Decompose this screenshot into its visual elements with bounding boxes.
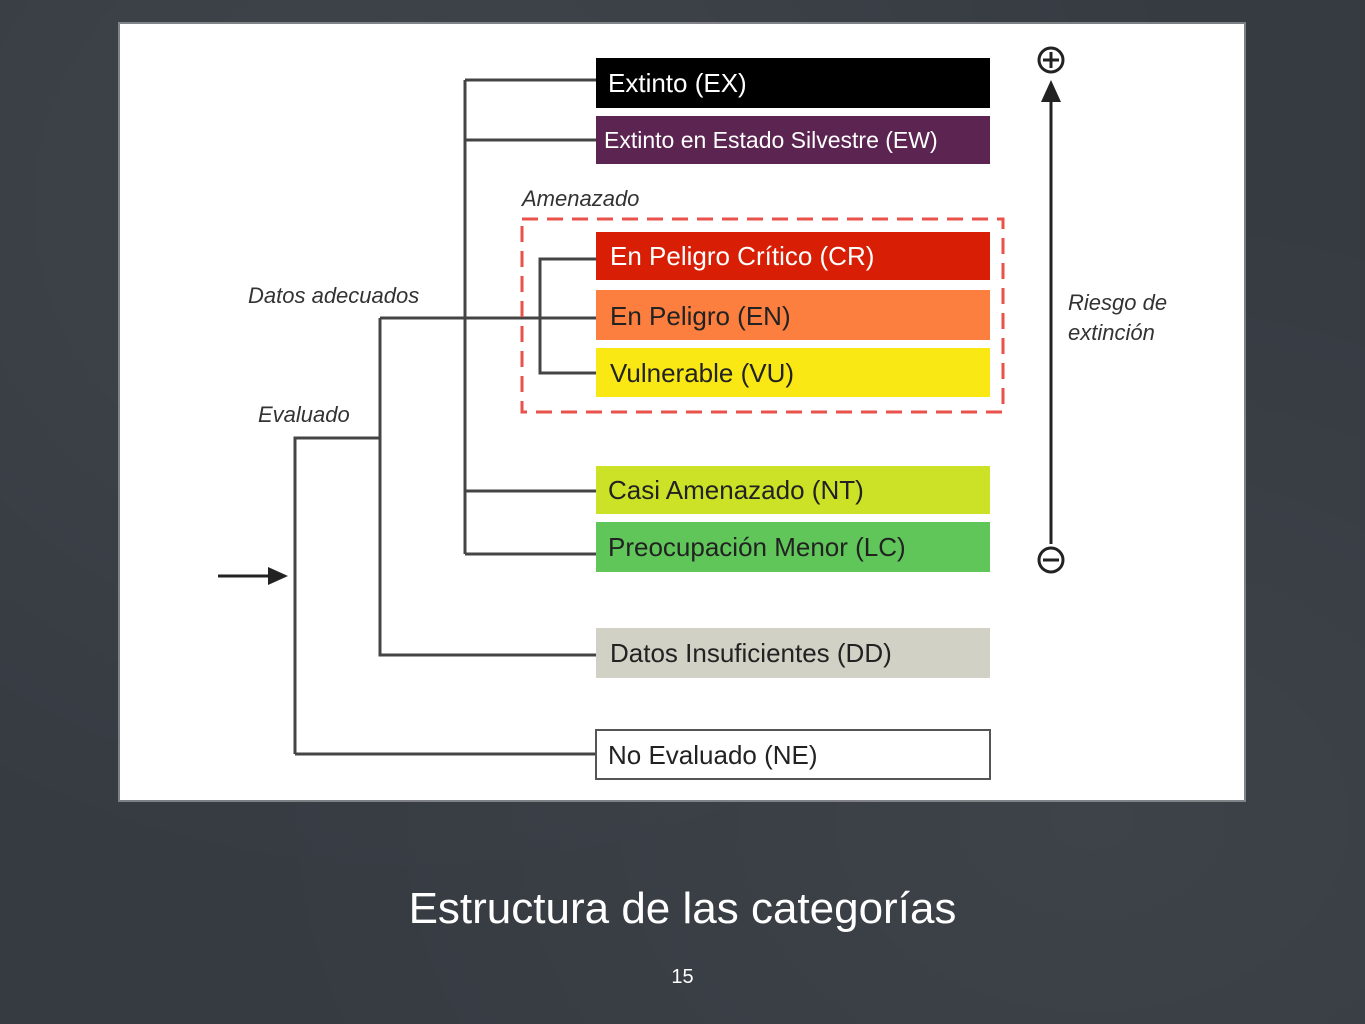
category-en-label: En Peligro (EN): [610, 301, 791, 331]
category-dd-label: Datos Insuficientes (DD): [610, 638, 892, 668]
category-lc: Preocupación Menor (LC): [596, 522, 990, 572]
category-en-box: [596, 290, 990, 340]
category-ew-box: [596, 116, 990, 164]
category-en: En Peligro (EN): [596, 290, 990, 340]
minus-circle-icon: [1037, 546, 1065, 574]
category-ex-label: Extinto (EX): [608, 68, 747, 98]
page-number: 15: [671, 966, 694, 988]
category-cr-label: En Peligro Crítico (CR): [610, 241, 874, 271]
category-nt-label: Casi Amenazado (NT): [608, 475, 864, 505]
category-vu: Vulnerable (VU): [596, 348, 990, 397]
category-ex-box: [596, 58, 990, 108]
category-dd: Datos Insuficientes (DD): [596, 628, 990, 678]
category-nt: Casi Amenazado (NT): [596, 466, 990, 514]
category-vu-box: [596, 348, 990, 397]
iucn-category-diagram: Extinto (EX) Extinto en Estado Silvestre…: [218, 46, 1167, 780]
connector-datos-adecuados: [378, 318, 596, 657]
category-ne-label: No Evaluado (NE): [608, 740, 818, 770]
slide-title: Estructura de las categorías: [408, 884, 957, 933]
category-ne-box: [595, 729, 991, 780]
plus-circle-icon: [1037, 46, 1065, 74]
category-cr-box: [596, 232, 990, 280]
arrow-right-icon: [218, 567, 288, 585]
category-vu-label: Vulnerable (VU): [610, 358, 794, 388]
category-lc-label: Preocupación Menor (LC): [608, 532, 906, 562]
category-boxes: Extinto (EX) Extinto en Estado Silvestre…: [595, 58, 991, 780]
datos-adecuados-label: Datos adecuados: [248, 283, 419, 308]
connector-threatened: [538, 257, 596, 375]
category-dd-box: [596, 628, 990, 678]
tree-connectors: [293, 78, 596, 756]
evaluado-label: Evaluado: [258, 402, 350, 427]
category-ew-label: Extinto en Estado Silvestre (EW): [604, 127, 938, 153]
category-nt-box: [596, 466, 990, 514]
category-lc-box: [596, 522, 990, 572]
connector-evaluado: [293, 436, 380, 754]
riesgo-label-line2: extinción: [1068, 320, 1155, 345]
amenazado-label: Amenazado: [520, 186, 639, 211]
category-ew: Extinto en Estado Silvestre (EW): [596, 116, 990, 164]
arrow-up-icon: [1041, 80, 1061, 544]
category-cr: En Peligro Crítico (CR): [596, 232, 990, 280]
threatened-frame: [520, 217, 1005, 414]
category-ne: No Evaluado (NE): [595, 729, 991, 780]
riesgo-label-line1: Riesgo de: [1068, 290, 1167, 315]
category-ex: Extinto (EX): [596, 58, 990, 108]
diagram-image: Extinto (EX) Extinto en Estado Silvestre…: [120, 24, 1244, 800]
